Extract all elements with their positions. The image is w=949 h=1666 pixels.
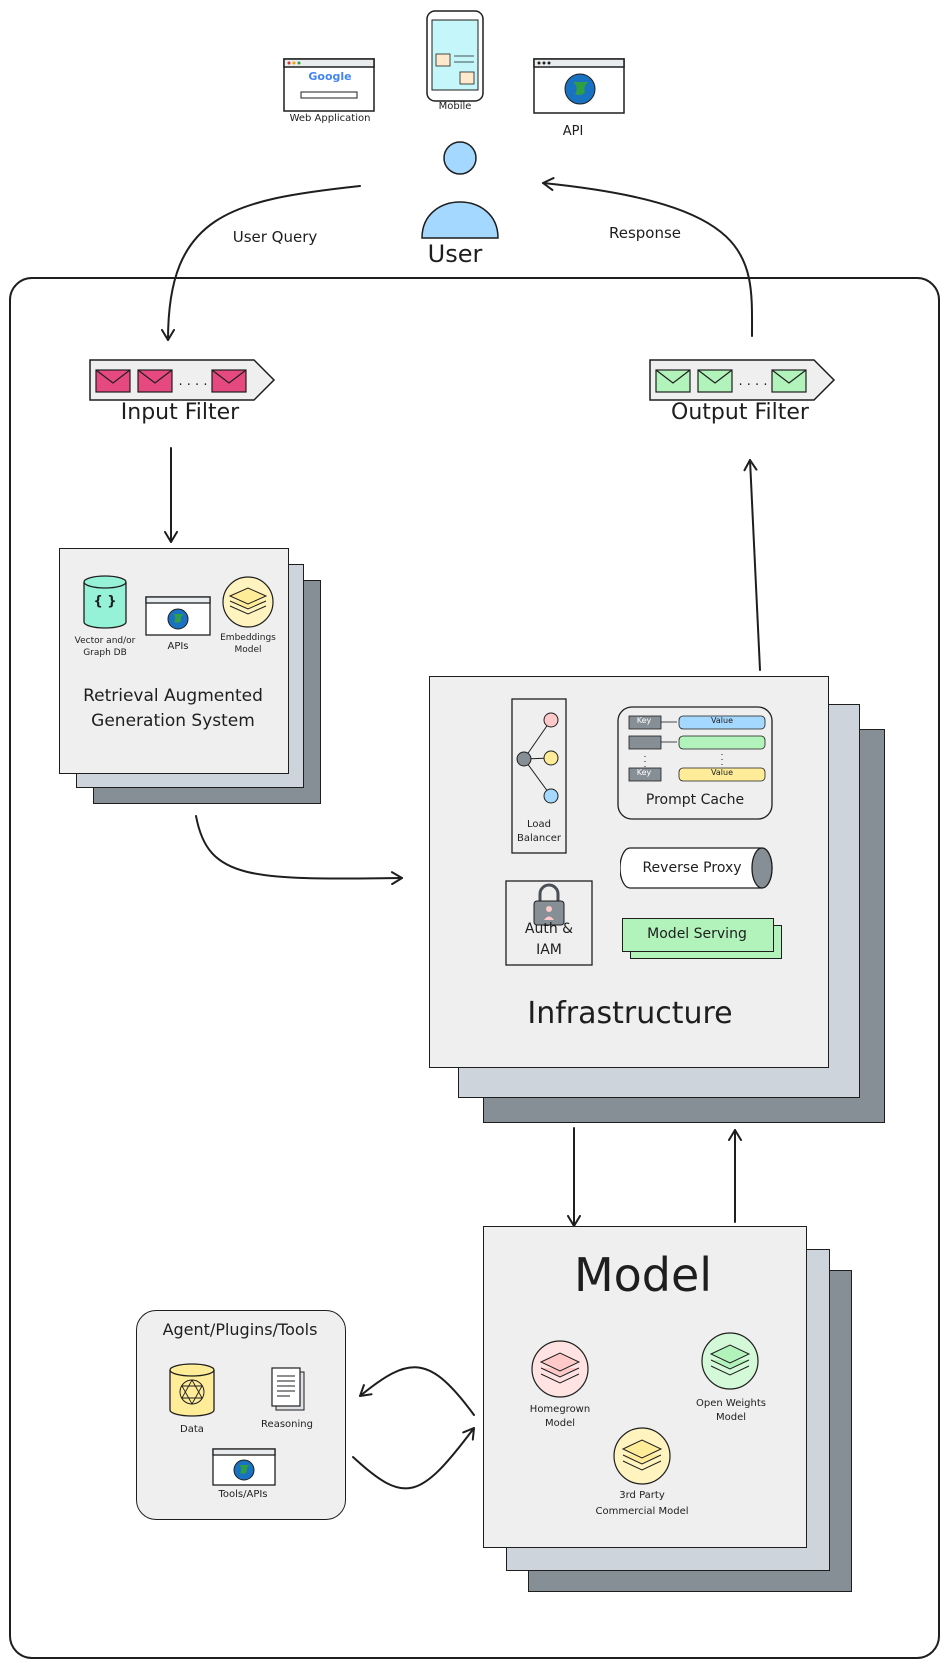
model-to-agent-arrow <box>359 1366 475 1416</box>
envelope-icon <box>211 369 247 393</box>
apis-browser-icon <box>145 596 211 636</box>
cache-key-1: Key <box>636 716 652 725</box>
user-icon <box>421 141 499 239</box>
google-logo: Google <box>308 70 352 83</box>
database-icon <box>83 575 127 629</box>
input-filter-queue <box>89 359 276 401</box>
rag-to-infra-arrow <box>195 815 403 886</box>
cache-value-2: Value <box>711 768 733 777</box>
data-label: Data <box>180 1424 204 1435</box>
output-filter-queue <box>649 359 836 401</box>
browser-icon <box>283 58 375 112</box>
layers-icon <box>222 576 274 628</box>
auth-label-2: IAM <box>536 942 562 958</box>
reasoning-label: Reasoning <box>261 1419 313 1430</box>
envelope-icon <box>137 369 173 393</box>
agent-to-model-arrow <box>352 1427 475 1490</box>
api-label: API <box>562 124 584 139</box>
output-filter-label: Output Filter <box>671 400 809 425</box>
auth-panel <box>505 880 593 966</box>
envelope-icon <box>95 369 131 393</box>
response-arrow <box>542 177 754 337</box>
network-icon <box>516 712 559 804</box>
open-weights-layers-icon <box>701 1332 759 1390</box>
agent-title: Agent/Plugins/Tools <box>162 1320 318 1339</box>
rag-title-2: Generation System <box>91 711 255 731</box>
infrastructure-title: Infrastructure <box>527 996 733 1031</box>
envelope-icon <box>771 369 807 393</box>
envelope-icon <box>697 369 733 393</box>
lb-label-2: Balancer <box>517 833 561 844</box>
homegrown-layers-icon <box>531 1340 589 1398</box>
rag-title-1: Retrieval Augmented <box>83 686 263 706</box>
mobile-label: Mobile <box>438 101 472 112</box>
mobile-icon <box>426 10 484 102</box>
tools-browser-icon <box>212 1448 276 1486</box>
third-party-label-2: Commercial Model <box>595 1506 689 1517</box>
homegrown-label-1: Homegrown <box>529 1404 591 1415</box>
input-filter-label: Input Filter <box>120 400 240 425</box>
system-boundary <box>9 277 940 1659</box>
emb-label-2: Model <box>234 645 262 655</box>
db-label-1: Vector and/or <box>74 636 136 646</box>
response-label: Response <box>608 224 682 242</box>
open-weights-label-1: Open Weights <box>696 1398 766 1409</box>
open-weights-label-2: Model <box>715 1412 747 1423</box>
lock-icon <box>533 883 565 926</box>
user-query-arrow <box>161 185 361 341</box>
rag-apis-label: APIs <box>167 641 189 652</box>
reverse-proxy-cylinder <box>620 847 773 889</box>
api-browser-icon <box>533 58 625 114</box>
emb-label-1: Embeddings <box>220 633 276 643</box>
cache-key-2: Key <box>636 768 652 777</box>
model-title: Model <box>573 1248 713 1302</box>
model-card <box>483 1226 807 1548</box>
web-app-label: Web Application <box>289 113 371 124</box>
third-party-layers-icon <box>613 1427 671 1485</box>
document-icon <box>271 1367 305 1411</box>
prompt-cache-panel <box>617 706 773 820</box>
tools-apis-label: Tools/APIs <box>218 1489 268 1500</box>
user-query-label: User Query <box>232 228 318 246</box>
prompt-cache-label: Prompt Cache <box>645 792 745 808</box>
data-cylinder-icon <box>169 1363 215 1417</box>
input-filter-dots: . . . . <box>178 374 208 389</box>
cache-value-1: Value <box>711 716 733 725</box>
output-filter-dots: . . . . <box>738 374 768 389</box>
model-serving-label: Model Serving <box>647 926 747 942</box>
infra-to-output-arrow <box>743 459 761 671</box>
user-label: User <box>427 240 483 268</box>
reverse-proxy-label: Reverse Proxy <box>642 860 742 876</box>
load-balancer-panel <box>511 698 567 854</box>
homegrown-label-2: Model <box>544 1418 576 1429</box>
model-serving-box <box>622 918 774 952</box>
envelope-icon <box>655 369 691 393</box>
db-braces: { } <box>93 594 117 609</box>
auth-label-1: Auth & <box>524 921 574 937</box>
db-label-2: Graph DB <box>83 648 127 658</box>
lb-label-1: Load <box>527 819 551 830</box>
third-party-label-1: 3rd Party <box>619 1490 665 1501</box>
